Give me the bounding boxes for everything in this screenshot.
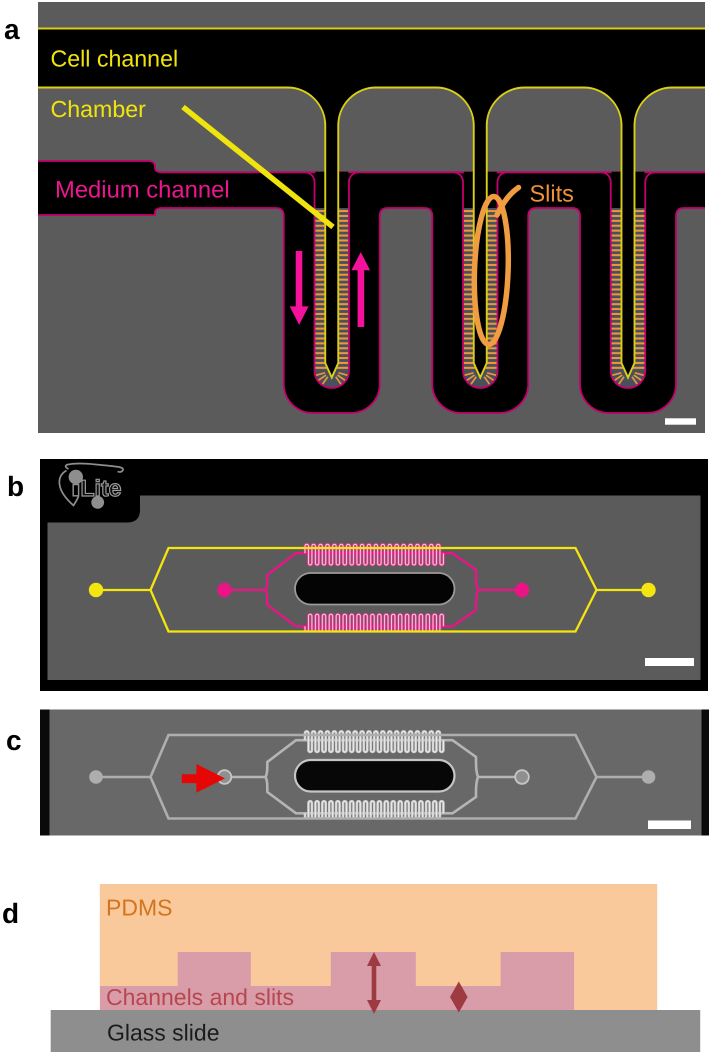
svg-text:Slits: Slits	[530, 181, 574, 207]
svg-text:Lite: Lite	[81, 475, 122, 501]
svg-text:Cell channel: Cell channel	[51, 46, 179, 72]
svg-text:Channels and slits: Channels and slits	[106, 984, 294, 1010]
svg-text:c: c	[6, 725, 22, 756]
svg-text:Medium channel: Medium channel	[55, 177, 230, 204]
svg-text:Glass slide: Glass slide	[107, 1020, 219, 1046]
svg-text:a: a	[4, 14, 20, 45]
svg-text:d: d	[2, 898, 19, 929]
svg-text:b: b	[7, 471, 24, 502]
svg-text:PDMS: PDMS	[106, 895, 172, 921]
svg-text:Chamber: Chamber	[51, 96, 147, 122]
